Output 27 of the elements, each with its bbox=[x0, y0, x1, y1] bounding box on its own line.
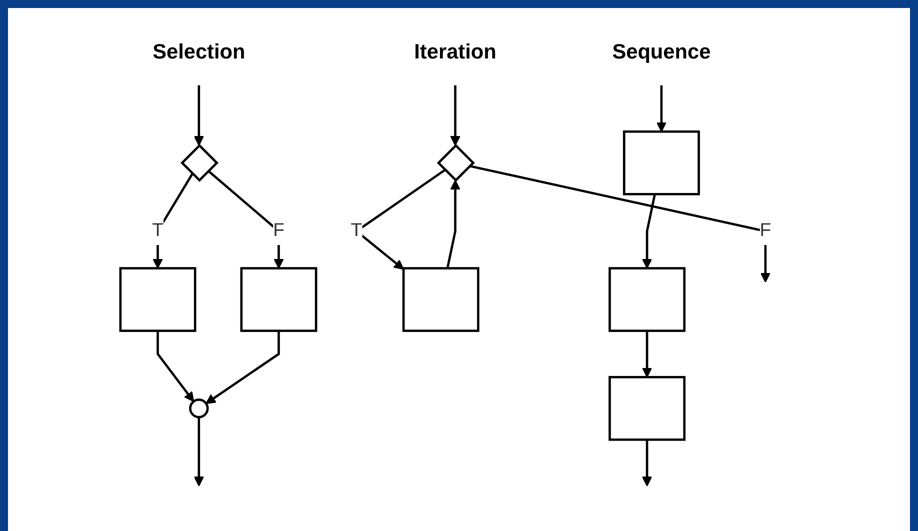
edge-label: F bbox=[760, 220, 772, 240]
arrow bbox=[450, 84, 460, 146]
arrow bbox=[206, 330, 280, 404]
arrow bbox=[194, 416, 204, 486]
node-diamond bbox=[180, 143, 218, 182]
node-box bbox=[240, 266, 318, 332]
node-box bbox=[608, 266, 686, 332]
node-circle bbox=[189, 398, 209, 418]
edge-label: T bbox=[152, 220, 164, 240]
node-text: Iteration bbox=[414, 40, 496, 63]
node-text: Selection bbox=[152, 40, 246, 63]
arrow bbox=[656, 84, 667, 132]
arrow bbox=[469, 164, 771, 282]
arrow bbox=[642, 193, 656, 268]
arrow bbox=[642, 330, 652, 378]
node-box bbox=[402, 266, 480, 332]
node-box bbox=[608, 375, 686, 440]
arrow bbox=[156, 330, 194, 402]
node-diamond bbox=[436, 143, 475, 182]
arrow bbox=[642, 439, 652, 486]
node-text: Sequence bbox=[612, 40, 711, 63]
node-box bbox=[622, 130, 700, 195]
node-box bbox=[119, 266, 196, 332]
arrow bbox=[446, 179, 460, 268]
edge-label: F bbox=[273, 220, 284, 240]
edge-label: T bbox=[350, 220, 362, 240]
arrow bbox=[194, 84, 204, 146]
